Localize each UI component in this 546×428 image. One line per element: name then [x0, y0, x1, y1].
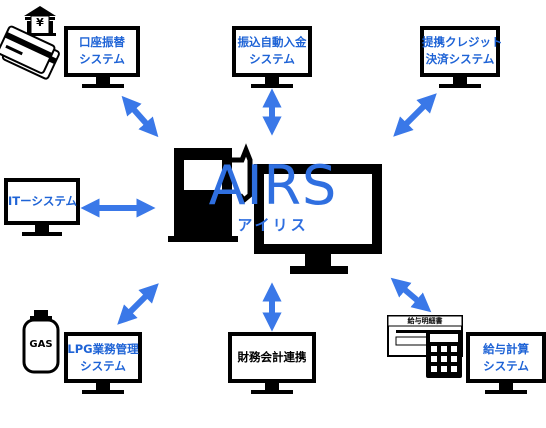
auto-deposit-system-label: 振込自動入金 システム	[237, 35, 307, 66]
it-system-label: ITーシステム	[8, 194, 78, 208]
bank-icon	[24, 6, 56, 36]
pump-letter: G	[186, 192, 206, 217]
monitor-auto-deposit	[232, 26, 312, 88]
payslip-label: 給与明細書	[407, 317, 443, 325]
payslip-calculator-icon	[387, 315, 463, 378]
lpg-business-system-label: LPG業務管理 システム	[67, 342, 139, 373]
center-monitor	[254, 164, 382, 274]
monitor-it-system	[4, 178, 80, 236]
monitor-bank-transfer	[64, 26, 140, 88]
monitor-payroll	[466, 332, 546, 394]
monitor-accounting	[228, 332, 316, 394]
airs-title: AIRS	[208, 154, 338, 217]
credit-card-icon	[0, 25, 60, 80]
monitor-credit-card	[420, 26, 500, 88]
bank-transfer-system-label: 口座振替 システム	[79, 35, 125, 66]
airs-subtitle: アイリス	[237, 216, 309, 234]
arrow-credit-card	[393, 93, 437, 137]
payroll-system-label: 給与計算 システム	[483, 342, 529, 373]
gas-cylinder-label: GAS	[29, 339, 53, 350]
credit-card-system-label: 提携クレジット 決済システム	[422, 35, 503, 66]
accounting-system-label: 財務会計連携	[237, 350, 307, 364]
gas-cylinder-icon	[22, 310, 60, 374]
arrow-lpg-business	[117, 283, 159, 325]
monitor-lpg-business	[64, 332, 142, 394]
gas-pump-icon	[168, 143, 253, 242]
bank-yen-sign: ¥	[36, 16, 44, 29]
arrow-bank-transfer	[121, 95, 159, 138]
arrow-payroll	[390, 277, 432, 313]
